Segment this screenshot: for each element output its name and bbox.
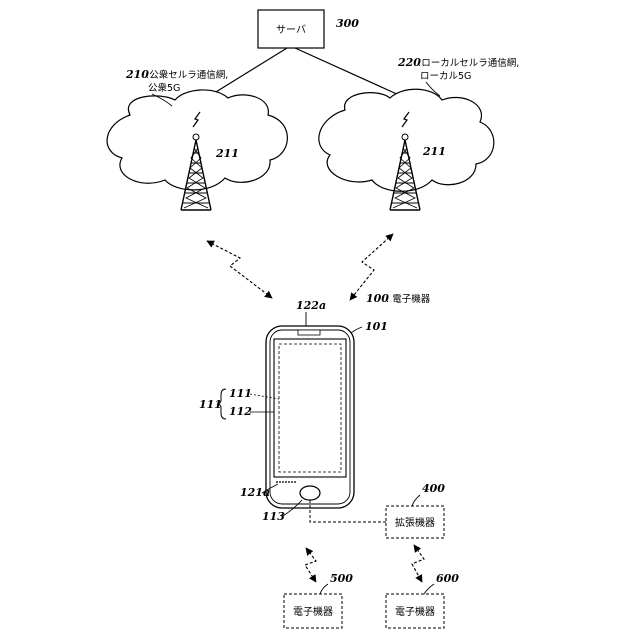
- electronic-device-500-leader: [320, 584, 328, 594]
- public-network-label: :公衆セルラ通信網,: [146, 69, 228, 81]
- wireless-link-local: [350, 234, 393, 300]
- wireless-link-public: [207, 241, 272, 298]
- server-label: サーバ: [276, 24, 306, 36]
- home-button: [300, 486, 320, 500]
- display-brace: [218, 389, 226, 419]
- expansion-device-leader: [412, 495, 420, 506]
- top-part: [298, 330, 320, 335]
- base-station-right-ref: 211: [422, 145, 446, 158]
- local-network-label-2: ローカル5G: [420, 71, 471, 82]
- electronic-device-600-label: 電子機器: [395, 605, 435, 618]
- smartphone: [266, 326, 354, 508]
- electronic-device-500-label: 電子機器: [293, 605, 333, 618]
- server-to-local-link: [295, 48, 410, 100]
- expansion-device-label: 拡張機器: [395, 516, 435, 529]
- wireless-link-600: [412, 545, 424, 582]
- button-ref: 113: [262, 510, 285, 523]
- expansion-device-ref: 400: [422, 482, 445, 495]
- electronic-device-600-leader: [424, 584, 434, 594]
- server-node: サーバ 300: [258, 10, 359, 48]
- bottom-part-ref: 121a: [240, 486, 270, 499]
- display-outer: [274, 339, 346, 477]
- server-ref: 300: [336, 17, 359, 30]
- local-network-cloud: [319, 89, 494, 191]
- display-layer2-ref: 112: [229, 405, 252, 418]
- electronic-device-500-ref: 500: [330, 572, 353, 585]
- base-station-left-ref: 211: [215, 147, 239, 160]
- public-network-label-2: 公衆5G: [148, 82, 180, 94]
- body-ref: 101: [365, 320, 388, 333]
- device-label: : 電子機器: [386, 293, 431, 305]
- top-part-ref: 122a: [296, 299, 326, 312]
- local-network-label: :ローカルセルラ通信網,: [418, 57, 519, 69]
- electronic-device-600-ref: 600: [436, 572, 459, 585]
- wireless-link-500: [305, 548, 316, 582]
- display-layer1-ref: 111: [229, 387, 252, 400]
